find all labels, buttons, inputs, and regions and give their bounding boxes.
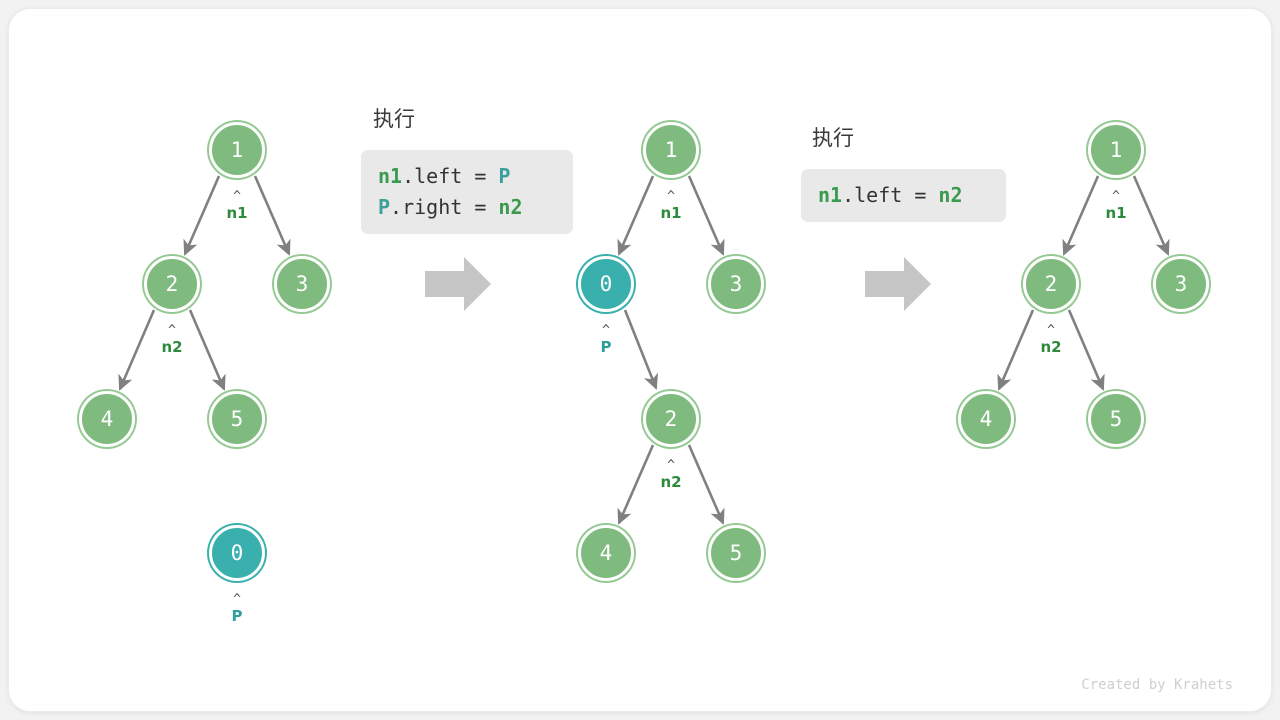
tree-node[interactable]: 5 <box>708 525 764 581</box>
tree-node[interactable]: 0 <box>209 525 265 581</box>
tree-node[interactable]: 2 <box>643 391 699 447</box>
pointer-name: n2 <box>1040 338 1062 356</box>
tree-node[interactable]: 2 <box>1023 256 1079 312</box>
tree-node[interactable]: 5 <box>209 391 265 447</box>
caret-icon: ^ <box>1112 189 1120 204</box>
caret-icon: ^ <box>233 189 241 204</box>
pointer-name: n1 <box>1105 204 1127 222</box>
pointer-name: P <box>600 338 612 356</box>
tree-node[interactable]: 5 <box>1088 391 1144 447</box>
tree-node[interactable]: 1 <box>1088 122 1144 178</box>
pointer-label-n1: ^ n1 <box>226 190 247 222</box>
caret-icon: ^ <box>602 323 610 338</box>
pointer-name: n2 <box>660 473 682 491</box>
caret-icon: ^ <box>1047 323 1055 338</box>
tree-node[interactable]: 1 <box>209 122 265 178</box>
tree-node[interactable]: 1 <box>643 122 699 178</box>
pointer-label-n1: ^ n1 <box>660 190 681 222</box>
code-token-p: P <box>498 164 511 188</box>
code-token-left: .left = <box>402 164 499 188</box>
pointer-label-n2: ^ n2 <box>660 459 681 491</box>
code-block-1: n1.left = P P.right = n2 <box>361 150 573 234</box>
pointer-name: n2 <box>161 338 183 356</box>
credit-text: Created by Krahets <box>1081 677 1233 693</box>
code-token-p2: P <box>378 195 391 219</box>
caption-execute-2: 执行 <box>812 126 854 150</box>
tree-node[interactable]: 4 <box>578 525 634 581</box>
edges-layer <box>118 175 1170 525</box>
caret-icon: ^ <box>233 592 241 607</box>
step-arrow-2 <box>865 257 931 311</box>
step-arrow-1 <box>425 257 491 311</box>
tree-node[interactable]: 3 <box>1153 256 1209 312</box>
pointer-label-n2: ^ n2 <box>161 324 182 356</box>
caret-icon: ^ <box>667 189 675 204</box>
pointer-name: n1 <box>660 204 682 222</box>
tree-node[interactable]: 3 <box>708 256 764 312</box>
tree-node[interactable]: 4 <box>958 391 1014 447</box>
pointer-name: P <box>231 607 243 625</box>
tree-node[interactable]: 2 <box>144 256 200 312</box>
code-block-2: n1.left = n2 <box>801 169 1006 222</box>
code-token-right: .right = <box>390 195 499 219</box>
code-token-n2: n2 <box>938 183 963 207</box>
pointer-label-p: ^ P <box>601 324 612 356</box>
pointer-name: n1 <box>226 204 248 222</box>
tree-node[interactable]: 3 <box>274 256 330 312</box>
pointer-label-p: ^ P <box>232 593 243 625</box>
caret-icon: ^ <box>667 458 675 473</box>
code-token-n1: n1 <box>378 164 403 188</box>
tree-node[interactable]: 4 <box>79 391 135 447</box>
code-token-left: .left = <box>842 183 939 207</box>
pointer-label-n1: ^ n1 <box>1105 190 1126 222</box>
caption-execute-1: 执行 <box>373 107 415 131</box>
pointer-label-n2: ^ n2 <box>1040 324 1061 356</box>
diagram-card: 1 2 3 4 5 0 ^ n1 ^ n2 ^ P 执行 n1.left = P… <box>8 8 1272 712</box>
caret-icon: ^ <box>168 323 176 338</box>
tree-node[interactable]: 0 <box>578 256 634 312</box>
code-token-n2: n2 <box>498 195 523 219</box>
code-token-n1: n1 <box>818 183 843 207</box>
